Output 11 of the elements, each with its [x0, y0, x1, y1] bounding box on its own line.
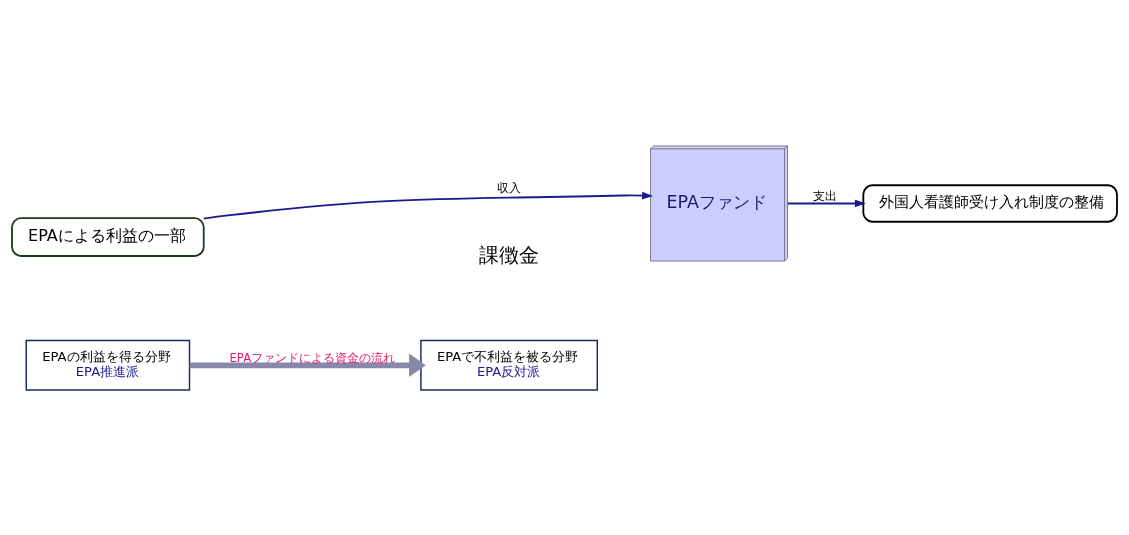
node-box: EPAで不利益を被る分野 EPA反対派 [420, 339, 599, 391]
arrow [189, 353, 426, 377]
node-box: 外国人看護師受け入れ制度の整備 [862, 183, 1118, 223]
arrow [786, 199, 866, 207]
edge-label: 支出 [813, 188, 838, 203]
edge-label: EPAファンドによる資金の流れ [229, 350, 396, 365]
label: 課徴金 [479, 242, 540, 267]
node-box: EPAによる利益の一部 [11, 216, 205, 257]
node-box: EPAの利益を得る分野 EPA推進派 [25, 339, 191, 391]
edge-label: 収入 [497, 180, 522, 195]
arrow [202, 191, 654, 220]
